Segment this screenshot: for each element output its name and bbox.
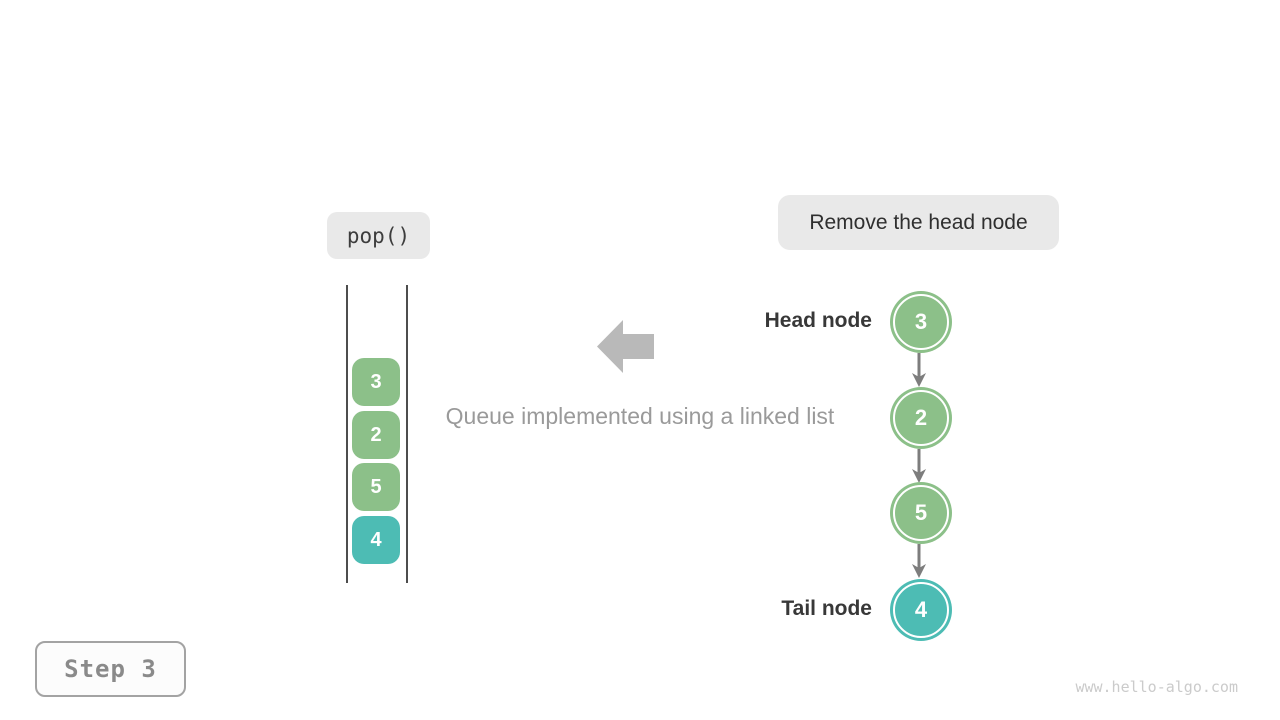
down-arrow-icon [912,449,926,483]
pop-operation-text: pop() [346,223,411,248]
list-node-value: 2 [914,405,928,430]
list-node: 5 [893,485,949,541]
list-node: 2 [893,390,949,446]
list-node-value: 5 [914,500,928,525]
stack-cell-value: 2 [370,423,382,446]
stack-right-wall [406,285,408,583]
list-node: 4 [893,582,949,638]
callout-remove-head-node: Remove the head node [778,195,1059,250]
stack-cell: 4 [352,516,400,564]
list-node-value: 4 [914,597,928,622]
stack-cell-value: 4 [370,528,382,551]
stack-left-wall [346,285,348,583]
down-arrow-icon [912,353,926,387]
watermark-url: www.hello-algo.com [1075,678,1238,696]
step-badge-text: Step 3 [64,655,157,683]
stack-cell: 5 [352,463,400,511]
head-node-label: Head node [764,309,872,332]
stack-cell: 3 [352,358,400,406]
stack-cell-value: 3 [370,370,382,393]
diagram-caption: Queue implemented using a linked list [445,403,835,429]
list-node-value: 3 [914,309,928,334]
pop-operation-label: pop() [327,212,430,259]
left-arrow-icon [597,320,654,373]
stack-cell: 2 [352,411,400,459]
step-badge: Step 3 [35,641,186,697]
callout-text: Remove the head node [809,210,1028,234]
stack-cell-value: 5 [370,475,382,498]
tail-node-label: Tail node [781,597,872,620]
list-node: 3 [893,294,949,350]
down-arrow-icon [912,544,926,578]
